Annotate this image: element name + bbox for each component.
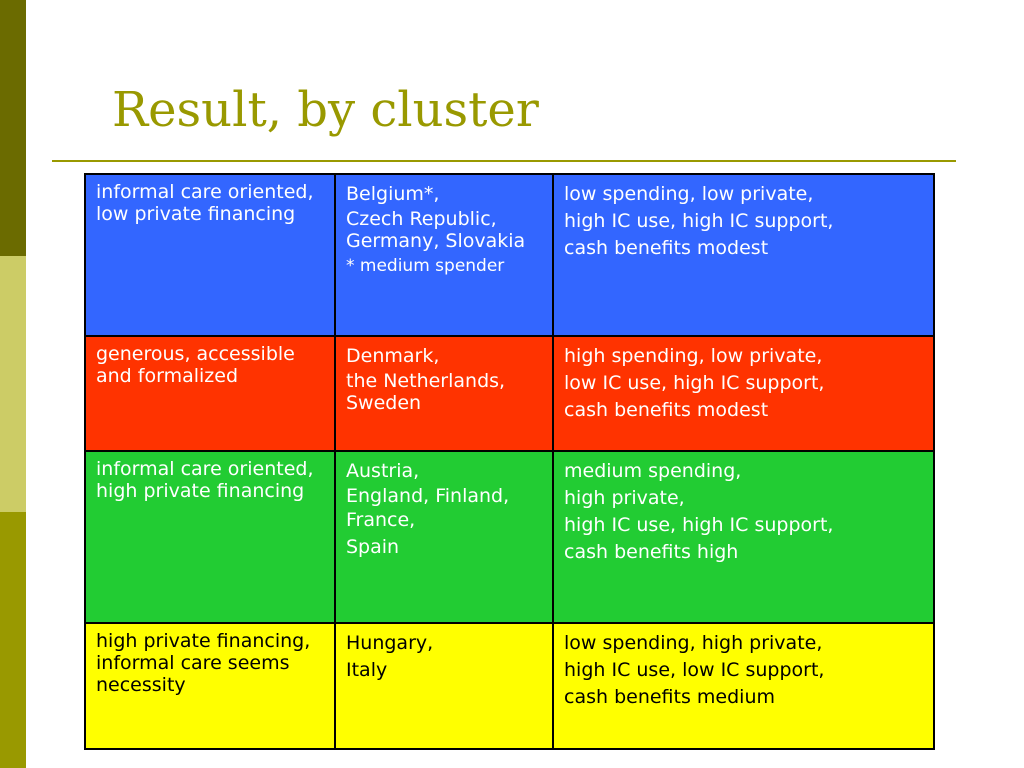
characteristics-cell: low spending, high private, high IC use,… (552, 622, 935, 750)
characteristic-line: medium spending, (564, 460, 742, 482)
country-line: Denmark, (346, 345, 440, 367)
footnote: * medium spender (346, 256, 505, 276)
cluster-cell: high private financing, informal care se… (84, 622, 336, 750)
characteristics-cell: low spending, low private, high IC use, … (552, 173, 935, 337)
cluster-label: generous, accessible and formalized (96, 343, 295, 387)
characteristic-line: low spending, low private, (564, 183, 814, 205)
countries-cell: Denmark, the Netherlands, Sweden (334, 335, 554, 452)
characteristic-line: high private, (564, 487, 685, 509)
cluster-cell: informal care oriented, high private fin… (84, 450, 336, 624)
table-row: generous, accessible and formalized Denm… (84, 335, 935, 452)
characteristic-line: low IC use, high IC support, (564, 372, 825, 394)
sidebar-band-bottom (0, 512, 26, 768)
country-line: Czech Republic, Germany, Slovakia (346, 208, 526, 252)
cluster-table: informal care oriented, low private fina… (84, 173, 935, 750)
cluster-cell: informal care oriented, low private fina… (84, 173, 336, 337)
sidebar-band-top (0, 0, 26, 256)
characteristic-line: low spending, high private, (564, 632, 823, 654)
cluster-cell: generous, accessible and formalized (84, 335, 336, 452)
country-line: Austria, (346, 460, 420, 482)
table-row: high private financing, informal care se… (84, 622, 935, 750)
country-line: the Netherlands, Sweden (346, 370, 506, 414)
characteristic-line: high IC use, low IC support, (564, 659, 825, 681)
countries-cell: Belgium*, Czech Republic, Germany, Slova… (334, 173, 554, 337)
characteristic-line: cash benefits modest (564, 237, 769, 259)
characteristic-line: cash benefits medium (564, 686, 775, 708)
cluster-label: informal care oriented, high private fin… (96, 458, 314, 502)
characteristic-line: high spending, low private, (564, 345, 823, 367)
country-line: Italy (346, 659, 388, 681)
characteristic-line: cash benefits high (564, 541, 739, 563)
characteristic-line: high IC use, high IC support, (564, 514, 834, 536)
slide-title: Result, by cluster (112, 82, 539, 138)
characteristics-cell: medium spending, high private, high IC u… (552, 450, 935, 624)
countries-cell: Austria, England, Finland, France, Spain (334, 450, 554, 624)
characteristic-line: cash benefits modest (564, 399, 769, 421)
country-line: England, Finland, (346, 485, 510, 507)
country-line: France, (346, 509, 416, 531)
title-divider (52, 160, 956, 162)
table-row: informal care oriented, low private fina… (84, 173, 935, 337)
sidebar-band-middle (0, 256, 26, 512)
countries-cell: Hungary, Italy (334, 622, 554, 750)
characteristic-line: high IC use, high IC support, (564, 210, 834, 232)
country-line: Belgium*, (346, 183, 440, 205)
characteristics-cell: high spending, low private, low IC use, … (552, 335, 935, 452)
cluster-label: informal care oriented, low private fina… (96, 181, 314, 225)
country-line: Hungary, (346, 632, 434, 654)
country-line: Spain (346, 536, 400, 558)
cluster-label: high private financing, informal care se… (96, 630, 311, 696)
table-row: informal care oriented, high private fin… (84, 450, 935, 624)
